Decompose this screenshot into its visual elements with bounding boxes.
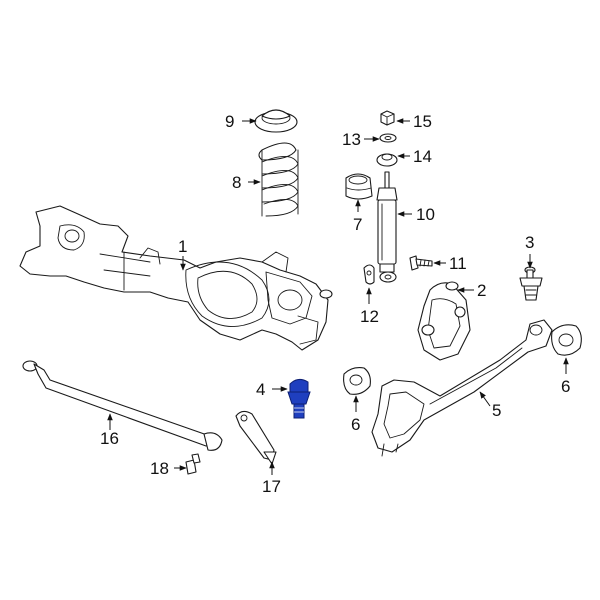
callout-13: 13 — [342, 130, 361, 149]
callout-8: 8 — [232, 173, 241, 192]
callout-labels: 1 2 3 4 5 6 6 7 8 9 10 11 12 13 14 15 16… — [100, 112, 570, 496]
callout-3: 3 — [525, 233, 534, 252]
track-bar-part — [22, 360, 223, 451]
shock-washer-part — [379, 133, 397, 143]
callout-14: 14 — [413, 147, 432, 166]
upper-ball-joint-part — [519, 266, 543, 301]
lower-control-arm-part — [371, 319, 553, 457]
callout-9: 9 — [225, 112, 234, 131]
jounce-bumper-part — [345, 173, 373, 200]
track-bar-bracket-part — [417, 281, 471, 361]
shock-absorber-part — [376, 171, 398, 283]
track-bar-bolt-part — [185, 453, 201, 475]
callout-4: 4 — [256, 380, 265, 399]
callout-11: 11 — [449, 254, 467, 273]
callout-15: 15 — [413, 112, 432, 131]
shock-nut-part — [380, 110, 395, 126]
bolt-part — [409, 255, 433, 271]
callout-leaders — [107, 118, 569, 475]
callout-10: 10 — [416, 205, 435, 224]
shock-bushing-part — [376, 153, 398, 167]
spring-isolator-part — [254, 109, 298, 133]
callout-5: 5 — [492, 401, 501, 420]
control-arm-bushing-part — [551, 324, 582, 356]
callout-7: 7 — [353, 215, 362, 234]
callout-17: 17 — [262, 477, 281, 496]
callout-12: 12 — [360, 307, 379, 326]
callout-6b: 6 — [561, 377, 570, 396]
coil-spring-part — [258, 142, 299, 217]
shock-bracket-part — [363, 264, 375, 285]
callout-16: 16 — [100, 429, 119, 448]
pitman-arm-part — [235, 410, 277, 465]
callout-1: 1 — [178, 237, 187, 256]
callout-2: 2 — [477, 281, 486, 300]
callout-6a: 6 — [351, 415, 360, 434]
front-axle-housing-part — [19, 205, 333, 351]
callout-18: 18 — [150, 459, 169, 478]
lower-ball-joint-part — [287, 378, 311, 419]
control-arm-bushing-part — [343, 367, 371, 395]
